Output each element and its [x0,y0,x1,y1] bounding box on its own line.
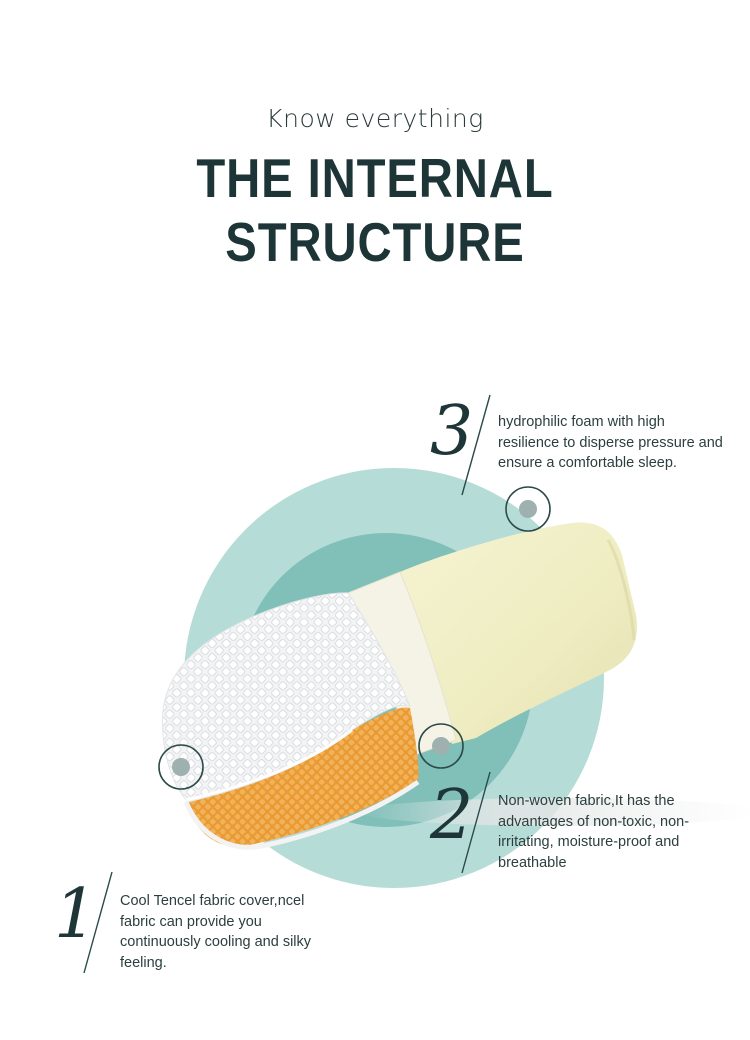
divider-3 [461,394,491,496]
callout-3-number: 3 [430,392,474,471]
callout-1-text: Cool Tencel fabric cover,ncel fabric can… [120,893,312,971]
marker-foam [505,486,551,532]
callout-3-text: hydrophilic foam with high resilience to… [498,414,723,471]
divider-2 [461,771,491,874]
section-subtitle: Know everything [266,104,484,133]
section-title: THE INTERNAL STRUCTURE [196,147,554,273]
callout-2-number: 2 [430,776,474,855]
callout-2-text: Non-woven fabric,It has the advantages o… [498,793,690,871]
orange-band [186,707,419,847]
foam-core [400,522,637,744]
callout-1-number: 1 [54,875,98,954]
marker-cover [158,744,204,790]
floor-shadow [360,798,750,826]
marker-nonwoven [418,723,464,769]
divider-1 [83,871,113,974]
